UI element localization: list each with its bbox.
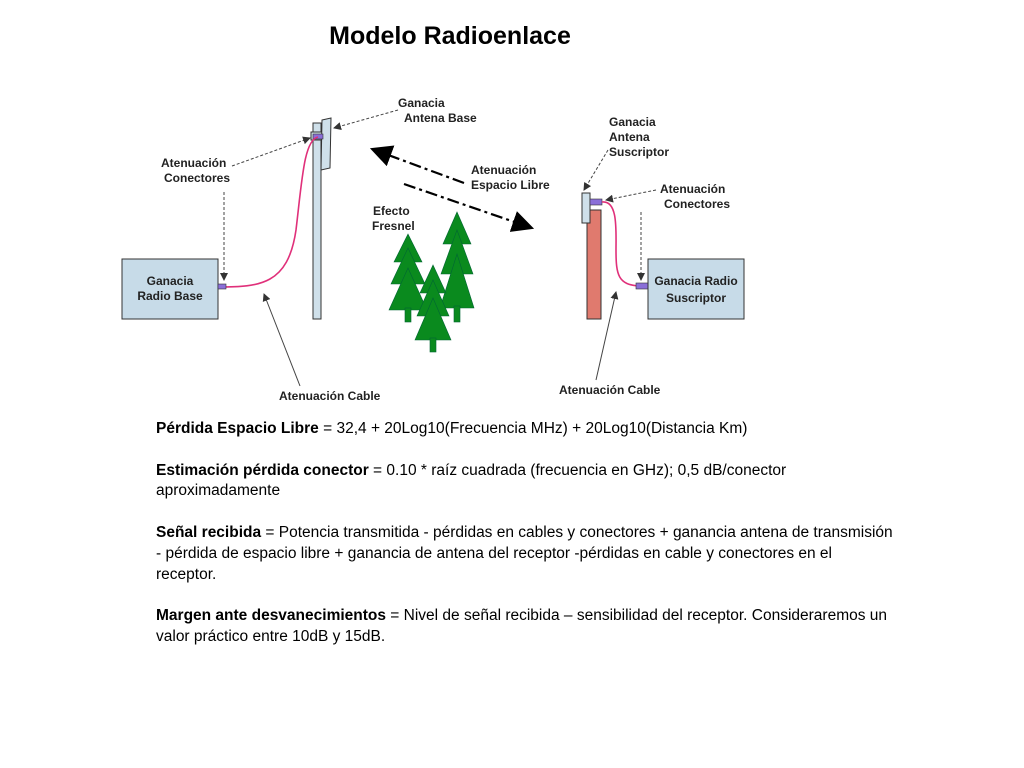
radio-base-label-1: Ganacia	[147, 274, 194, 288]
subscriber-cable	[601, 201, 641, 287]
formula-term: Pérdida Espacio Libre	[156, 420, 319, 437]
atenuacion-conectores-right-label-1: Atenuación	[660, 182, 725, 196]
atenuacion-conectores-left-label-2: Conectores	[164, 171, 230, 185]
ganancia-antena-base-leader	[333, 109, 399, 130]
atenuacion-cable-right-leader	[595, 291, 619, 381]
subscriber-antenna-panel	[581, 192, 591, 224]
atenuacion-conectores-left-leader-top	[231, 136, 311, 167]
atenuacion-espacio-libre-label-2: Espacio Libre	[471, 178, 550, 192]
formula-margen-desvanecimiento: Margen ante desvanecimientos = Nivel de …	[156, 606, 896, 648]
radio-base-box	[121, 258, 219, 320]
tree-icon	[414, 264, 452, 353]
tree-icon	[388, 233, 428, 323]
radio-suscriptor-label-1: Ganacia Radio	[654, 274, 737, 288]
formula-term: Margen ante desvanecimientos	[156, 607, 386, 625]
atenuacion-cable-right-label: Atenuación Cable	[559, 383, 661, 397]
subscriber-connector-top	[589, 198, 603, 206]
formula-espacio-libre: Pérdida Espacio Libre = 32,4 + 20Log10(F…	[156, 419, 896, 440]
formula-text: = 32,4 + 20Log10(Frecuencia MHz) + 20Log…	[318, 420, 748, 437]
page-title: Modelo Radioenlace	[329, 22, 571, 50]
formula-term: Estimación pérdida conector	[156, 461, 369, 479]
atenuacion-conectores-left-label-1: Atenuación	[161, 156, 226, 170]
formula-perdida-conector: Estimación pérdida conector = 0.10 * raí…	[156, 461, 896, 503]
formula-text: = 0.10 * raíz cuadrada (frecuencia en GH…	[156, 461, 787, 500]
base-antenna-panel	[320, 117, 332, 171]
formulas-section: Pérdida Espacio Libre = 32,4 + 20Log10(F…	[156, 419, 896, 669]
ganancia-antena-base-label-2: Antena Base	[404, 111, 477, 125]
atenuacion-cable-left-leader	[262, 293, 301, 387]
radio-base-label-2: Radio Base	[137, 289, 203, 303]
radio-suscriptor-label-2: Suscriptor	[666, 291, 726, 305]
base-connector-top	[312, 133, 324, 140]
atenuacion-cable-left-label: Atenuación Cable	[279, 389, 381, 403]
ganancia-antena-suscriptor-leader	[583, 149, 609, 191]
atenuacion-conectores-right-label-2: Conectores	[664, 197, 730, 211]
efecto-fresnel-label-1: Efecto	[373, 204, 410, 218]
ganancia-antena-suscriptor-label-3: Suscriptor	[609, 145, 669, 159]
formula-term: Señal recibida	[156, 523, 262, 541]
ganancia-antena-suscriptor-label-2: Antena	[609, 130, 650, 144]
ganancia-antena-base-label-1: Ganacia	[398, 96, 445, 110]
base-tower	[312, 122, 322, 320]
formula-text: = Potencia transmitida - pérdidas en cab…	[156, 523, 893, 583]
espacio-libre-arrow-left	[369, 145, 465, 185]
subscriber-connector-bottom	[635, 282, 649, 290]
radio-suscriptor-box	[647, 258, 745, 320]
formula-senal-recibida: Señal recibida = Potencia transmitida - …	[156, 523, 896, 585]
base-connector-bottom	[217, 283, 227, 290]
base-cable	[217, 136, 319, 288]
efecto-fresnel-label-2: Fresnel	[372, 219, 415, 233]
formula-text: = Nivel de señal recibida – sensibilidad…	[156, 607, 888, 645]
ganancia-antena-suscriptor-label-1: Ganacia	[609, 115, 656, 129]
radio-link-diagram: Ganacia Radio Base Ganacia Antena Base A…	[121, 96, 745, 403]
atenuacion-espacio-libre-label-1: Atenuación	[471, 163, 536, 177]
subscriber-tower	[586, 209, 602, 320]
tree-icon	[439, 211, 475, 323]
atenuacion-conectores-right-leader-top	[605, 189, 657, 203]
